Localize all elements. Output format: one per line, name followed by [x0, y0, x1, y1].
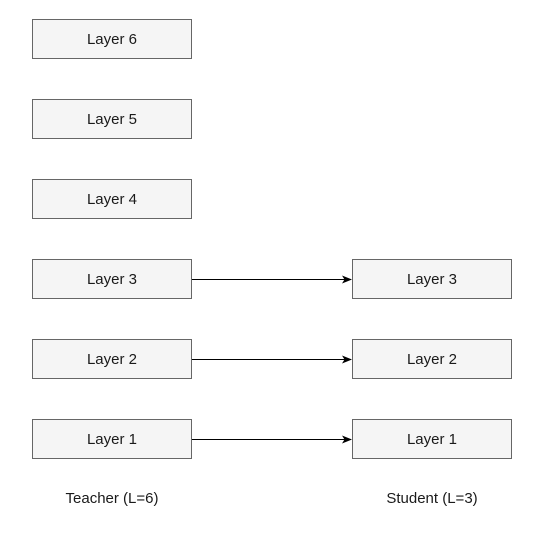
- teacher-layer-1: Layer 1: [32, 419, 192, 459]
- student-caption: Student (L=3): [386, 490, 478, 507]
- student-layer-2: Layer 2: [352, 339, 512, 379]
- teacher-layer-5: Layer 5: [32, 99, 192, 139]
- teacher-layer-3-label: Layer 3: [86, 270, 138, 288]
- teacher-caption: Teacher (L=6): [65, 490, 159, 507]
- teacher-layer-2-label: Layer 2: [86, 350, 138, 368]
- teacher-layer-6-label: Layer 6: [86, 30, 138, 48]
- student-layer-1-label: Layer 1: [406, 430, 458, 448]
- teacher-layer-1-label: Layer 1: [86, 430, 138, 448]
- teacher-layer-3: Layer 3: [32, 259, 192, 299]
- student-layer-3: Layer 3: [352, 259, 512, 299]
- student-layer-3-label: Layer 3: [406, 270, 458, 288]
- teacher-layer-4: Layer 4: [32, 179, 192, 219]
- student-layer-1: Layer 1: [352, 419, 512, 459]
- teacher-layer-2: Layer 2: [32, 339, 192, 379]
- teacher-layer-6: Layer 6: [32, 19, 192, 59]
- student-layer-2-label: Layer 2: [406, 350, 458, 368]
- teacher-layer-4-label: Layer 4: [86, 190, 138, 208]
- teacher-layer-5-label: Layer 5: [86, 110, 138, 128]
